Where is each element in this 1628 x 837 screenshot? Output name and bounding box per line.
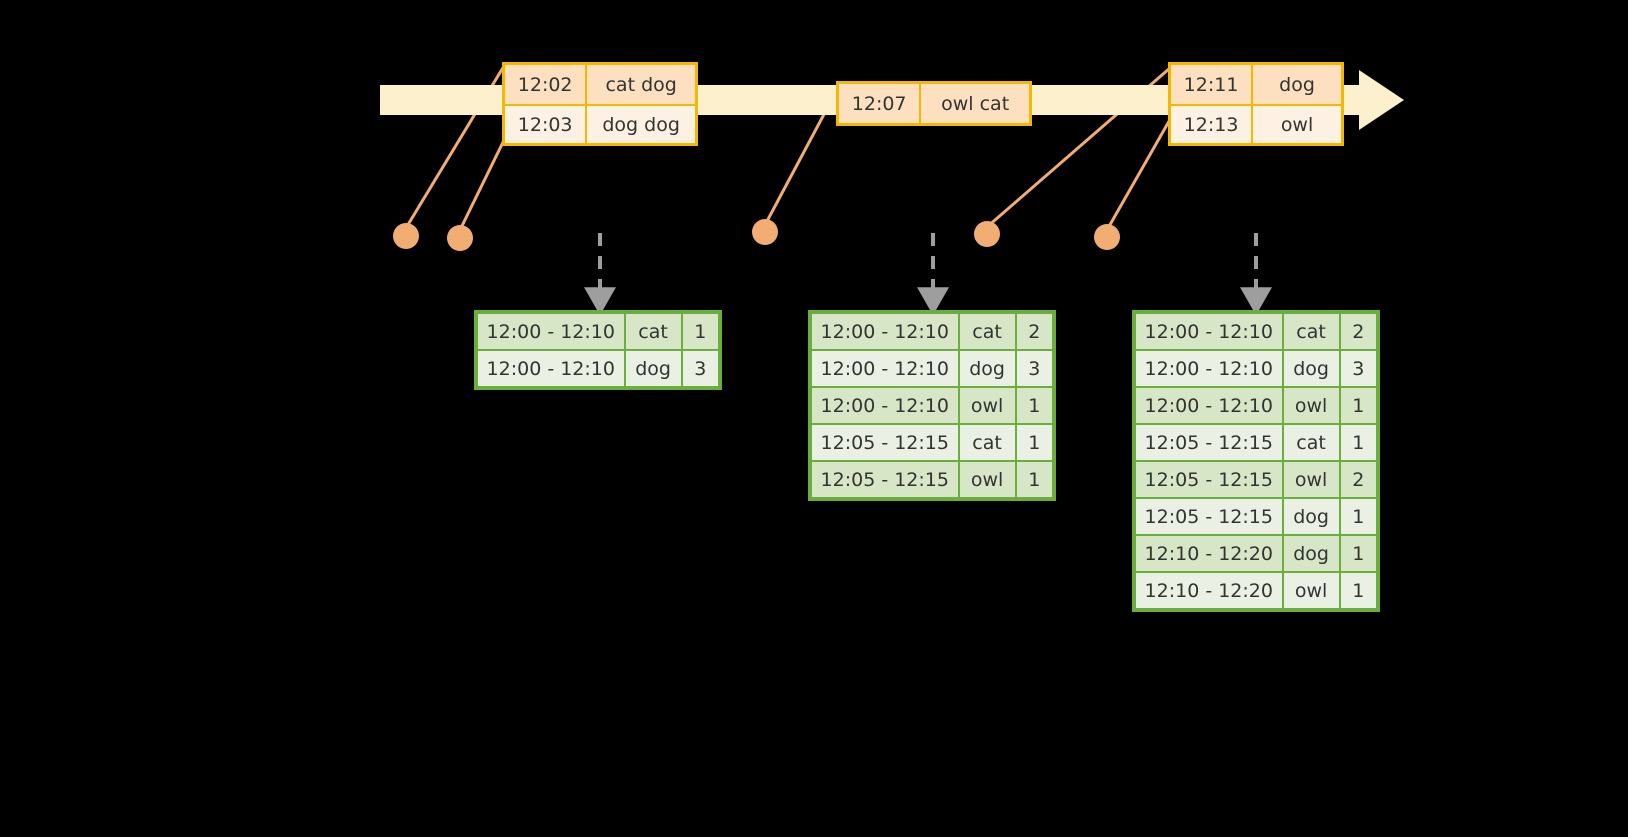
cell-window: 12:00 - 12:10 [1136,351,1282,386]
cell-window: 12:10 - 12:20 [1136,573,1282,608]
cell-window: 12:05 - 12:15 [1136,499,1282,534]
event-row[interactable]: 12:03 dog dog [505,104,695,143]
cell-key: owl [959,462,1015,497]
cell-window: 12:00 - 12:10 [478,351,624,386]
cell-count: 2 [1340,462,1376,497]
cell-count: 1 [682,314,718,349]
event-box-1[interactable]: 12:02 cat dog 12:03 dog dog [502,62,698,146]
event-time: 12:03 [505,106,588,143]
event-row[interactable]: 12:02 cat dog [505,65,695,104]
cell-count: 3 [1340,351,1376,386]
source-dot-4 [974,221,1000,247]
timeline-arrowhead-icon [1359,70,1404,130]
source-dot-1 [393,223,419,249]
cell-key: owl [1283,462,1339,497]
source-dot-5 [1094,224,1120,250]
cell-count: 1 [1016,388,1052,423]
event-row[interactable]: 12:07 owl cat [839,84,1029,123]
event-time: 12:07 [839,84,922,123]
cell-count: 1 [1340,388,1376,423]
cell-key: owl [959,388,1015,423]
cell-count: 1 [1016,462,1052,497]
cell-window: 12:10 - 12:20 [1136,536,1282,571]
cell-key: owl [1283,388,1339,423]
event-row[interactable]: 12:11 dog [1171,65,1341,104]
connector-line-2 [458,131,510,231]
cell-key: dog [1283,351,1339,386]
event-row[interactable]: 12:13 owl [1171,104,1341,143]
cell-count: 1 [1340,425,1376,460]
connector-line-5 [1105,115,1174,231]
event-text: dog [1279,73,1315,96]
cell-window: 12:05 - 12:15 [812,425,958,460]
cell-count: 3 [1016,351,1052,386]
cell-window: 12:05 - 12:15 [812,462,958,497]
event-text: cat dog [605,73,677,96]
cell-window: 12:00 - 12:10 [478,314,624,349]
event-time: 12:13 [1171,106,1254,143]
cell-count: 1 [1016,425,1052,460]
event-text: dog dog [602,113,680,136]
cell-window: 12:05 - 12:15 [1136,462,1282,497]
cell-key: cat [959,314,1015,349]
cell-key: dog [1283,499,1339,534]
cell-key: dog [625,351,681,386]
cell-count: 1 [1340,536,1376,571]
event-time: 12:02 [505,65,588,104]
cell-window: 12:00 - 12:10 [812,388,958,423]
event-text: owl [1280,113,1314,136]
cell-count: 2 [1340,314,1376,349]
cell-window: 12:00 - 12:10 [1136,314,1282,349]
source-dot-2 [447,225,473,251]
emit-arrows [584,233,1272,316]
cell-key: cat [625,314,681,349]
cell-key: cat [959,425,1015,460]
cell-window: 12:00 - 12:10 [1136,388,1282,423]
cell-key: cat [1283,314,1339,349]
source-dot-3 [752,219,778,245]
cell-window: 12:00 - 12:10 [812,314,958,349]
event-box-3[interactable]: 12:11 dog 12:13 owl [1168,62,1344,146]
event-box-2[interactable]: 12:07 owl cat [836,81,1032,126]
event-text: owl cat [941,92,1010,115]
cell-count: 1 [1340,499,1376,534]
cell-key: owl [1283,573,1339,608]
event-time: 12:11 [1171,65,1254,104]
cell-key: dog [1283,536,1339,571]
cell-count: 2 [1016,314,1052,349]
cell-count: 1 [1340,573,1376,608]
cell-key: cat [1283,425,1339,460]
cell-count: 3 [682,351,718,386]
cell-window: 12:00 - 12:10 [812,351,958,386]
cell-key: dog [959,351,1015,386]
cell-window: 12:05 - 12:15 [1136,425,1282,460]
